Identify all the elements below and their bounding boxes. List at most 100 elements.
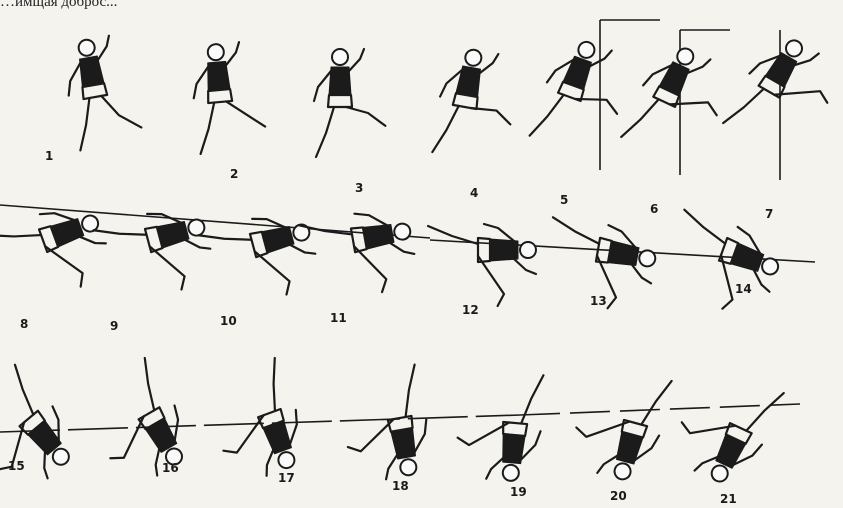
frame-number-7: 7 (765, 207, 773, 221)
athlete-figure-1 (60, 33, 144, 151)
head (576, 40, 597, 61)
leg-support (316, 107, 334, 157)
athlete-figure-4 (430, 45, 522, 164)
athlete-figure-16 (76, 357, 201, 492)
leg-support (129, 358, 170, 410)
head (502, 464, 519, 481)
head (207, 44, 224, 61)
leg-support (530, 89, 564, 142)
athlete-figure-8 (0, 196, 117, 310)
leg-support (641, 376, 671, 429)
leg-swing (457, 418, 509, 448)
arm-right (514, 259, 536, 274)
athlete-figure-19 (454, 368, 545, 483)
leg-swing (354, 242, 388, 296)
arm-right (629, 265, 653, 284)
frame-number-4: 4 (470, 186, 478, 200)
shorts (328, 95, 352, 107)
shorts (453, 93, 479, 109)
frame-number-10: 10 (220, 314, 237, 328)
frame-number-8: 8 (20, 317, 28, 331)
leg-swing (478, 256, 504, 306)
athlete-figure-6 (619, 38, 737, 169)
leg-swing (150, 240, 188, 295)
athlete-figure-18 (336, 364, 436, 485)
torso-singlet (714, 434, 746, 469)
athlete-figure-20 (566, 360, 673, 486)
leg-support (196, 103, 218, 154)
torso-singlet (329, 67, 351, 95)
frame-number-13: 13 (590, 294, 607, 308)
frame-number-16: 16 (162, 461, 179, 475)
leg-support (72, 98, 98, 150)
frame-number-11: 11 (330, 311, 347, 325)
athlete-figure-17 (200, 357, 314, 487)
leg-support (397, 365, 423, 417)
arm-right (224, 42, 241, 65)
head (276, 450, 297, 471)
leg-swing (101, 90, 141, 133)
athlete-figure-7 (721, 29, 843, 164)
leg-support (723, 80, 764, 132)
leg-support (746, 385, 783, 438)
head (399, 458, 418, 477)
leg-support (621, 92, 658, 145)
leg-support (678, 210, 731, 244)
arm-right (480, 51, 499, 75)
frame-number-17: 17 (278, 471, 295, 485)
leg-support (258, 358, 292, 411)
leg-swing (255, 245, 293, 300)
athlete-figure-2 (189, 40, 267, 154)
athlete-figure-5 (528, 33, 637, 161)
head (77, 38, 96, 57)
head (464, 48, 483, 67)
leg-swing (101, 416, 157, 464)
leg-support (432, 103, 458, 155)
frame-number-14: 14 (735, 282, 752, 296)
arm-right (80, 229, 106, 251)
frame-number-19: 19 (510, 485, 527, 499)
leg-support (550, 217, 602, 243)
torso-singlet (363, 223, 394, 250)
frame-number-18: 18 (392, 479, 409, 493)
leg-support (521, 374, 543, 425)
leg-swing (345, 419, 399, 453)
frame-number-2: 2 (230, 167, 238, 181)
frame-number-6: 6 (650, 202, 658, 216)
frame-number-9: 9 (110, 319, 118, 333)
head (332, 49, 348, 65)
athlete-figure-21 (666, 359, 786, 492)
head (520, 242, 536, 258)
arm-right (486, 457, 503, 480)
leg-support (0, 218, 41, 252)
head (393, 222, 412, 241)
frame-number-21: 21 (720, 492, 737, 506)
leg-swing (217, 415, 273, 457)
crossbar-row-3b (520, 404, 800, 415)
leg-swing (346, 107, 385, 126)
athlete-figure-11 (299, 205, 420, 305)
frame-number-1: 1 (45, 149, 53, 163)
leg-swing (469, 106, 512, 124)
leg-swing (45, 237, 87, 293)
shorts (351, 226, 367, 252)
frame-number-5: 5 (560, 193, 568, 207)
arm-right (349, 49, 364, 71)
frame-number-3: 3 (355, 181, 363, 195)
leg-support (1, 365, 47, 415)
torso-singlet (490, 239, 518, 261)
frame-number-15: 15 (8, 459, 25, 473)
leg-swing (226, 98, 265, 129)
head (613, 462, 633, 482)
upright-post-5 (600, 20, 660, 170)
shorts (207, 89, 232, 103)
torso-singlet (78, 56, 105, 87)
torso-singlet (659, 61, 691, 96)
frame-number-12: 12 (462, 303, 479, 317)
athlete-figure-14 (657, 208, 787, 322)
frame-number-20: 20 (610, 489, 627, 503)
athlete-figure-3 (314, 49, 385, 157)
athlete-figure-12 (428, 224, 536, 306)
torso-singlet (391, 428, 418, 459)
